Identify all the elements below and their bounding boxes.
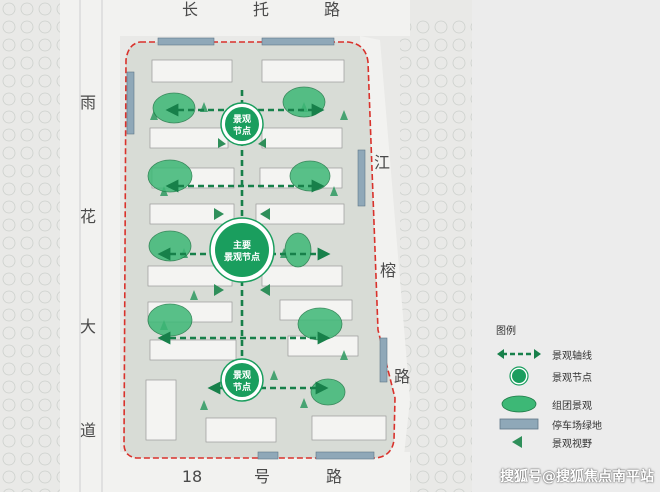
street-north-char: 托 xyxy=(253,0,269,19)
street-east-char: 江 xyxy=(374,153,390,172)
street-east-char: 路 xyxy=(394,367,410,386)
landscape-node-circle-icon xyxy=(509,366,529,386)
cluster-ellipse-icon xyxy=(501,395,537,413)
legend-item-node: 景观节点 xyxy=(496,366,656,386)
landscape-node-label: 节点 xyxy=(233,125,251,137)
legend-panel: 图例 景观轴线 景观节点 组团景观 停车场绿地 xyxy=(472,0,660,492)
street-west-char: 大 xyxy=(80,317,96,336)
street-west-char: 雨 xyxy=(80,93,96,112)
legend-item-parking: 停车场绿地 xyxy=(496,414,656,434)
site-plan-map: 景观 节点 主要 景观节点 景观 节点 长 托 路 雨 花 大 道 江 榕 路 xyxy=(0,0,472,492)
legend-item-axis: 景观轴线 xyxy=(496,344,656,364)
street-south-char: 号 xyxy=(254,467,270,486)
legend-label: 组团景观 xyxy=(552,401,592,412)
legend-label: 景观节点 xyxy=(552,373,592,384)
main-landscape-node: 主要 景观节点 xyxy=(209,217,275,283)
street-east-char: 榕 xyxy=(380,261,396,280)
street-labels: 长 托 路 雨 花 大 道 江 榕 路 18 号 路 xyxy=(80,0,410,486)
view-arrows xyxy=(214,138,270,296)
legend-title: 图例 xyxy=(496,326,516,337)
street-north-char: 长 xyxy=(182,0,198,19)
street-north-char: 路 xyxy=(324,0,340,19)
legend-item-cluster: 组团景观 xyxy=(496,394,656,414)
north-road xyxy=(120,0,410,36)
parking-strips xyxy=(126,37,388,460)
landscape-node: 景观 节点 xyxy=(220,358,264,402)
legend-item-view: 景观视野 xyxy=(496,432,656,452)
watermark: 搜狐号@搜狐焦点南平站 xyxy=(500,469,654,485)
west-road xyxy=(60,0,120,492)
landscape-node-label: 节点 xyxy=(233,381,251,393)
dashed-axis-arrow-icon xyxy=(497,349,541,359)
street-south-char: 18 xyxy=(182,467,202,486)
parking-rect-icon xyxy=(499,418,539,430)
legend-label: 景观视野 xyxy=(552,439,592,450)
main-node-label: 主要 xyxy=(233,239,251,251)
legend-label: 停车场绿地 xyxy=(552,421,602,432)
landscape-node-label: 景观 xyxy=(233,370,251,381)
street-west-char: 道 xyxy=(80,421,96,440)
view-arrow-icon xyxy=(512,436,522,448)
street-west-char: 花 xyxy=(80,207,96,226)
legend-label: 景观轴线 xyxy=(552,351,592,362)
landscape-node-label: 景观 xyxy=(233,114,251,125)
main-node-label: 景观节点 xyxy=(224,251,260,263)
street-south-char: 路 xyxy=(326,467,342,486)
landscape-node: 景观 节点 xyxy=(220,102,264,146)
